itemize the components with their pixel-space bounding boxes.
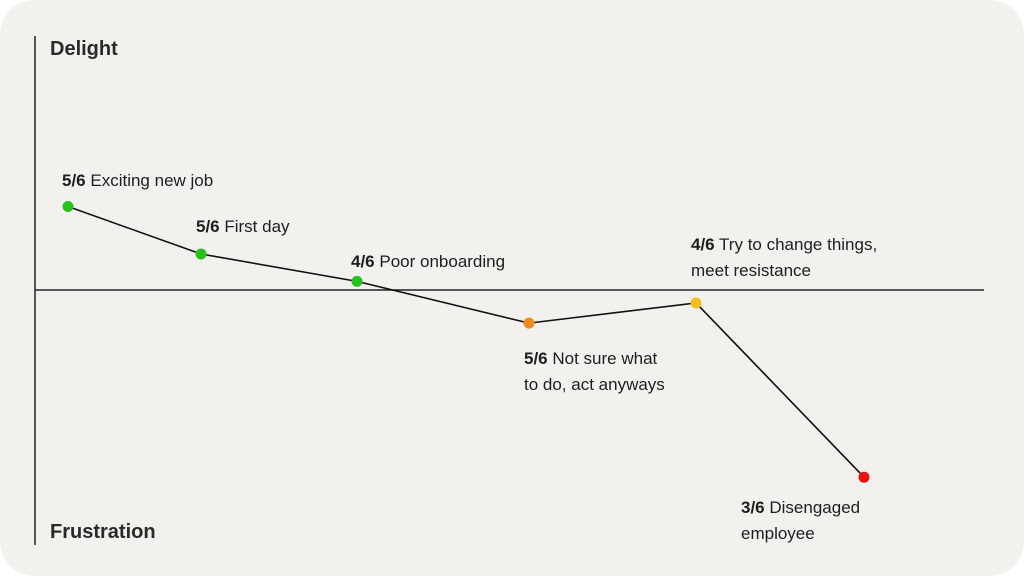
point-label-line: employee <box>741 524 815 543</box>
point-label-text: Try to change things, <box>714 235 878 254</box>
point-label-5: 4/6 Try to change things, meet resistance <box>691 232 877 284</box>
point-label-text: First day <box>219 217 290 236</box>
point-label-1: 5/6 Exciting new job <box>62 168 213 194</box>
point-label-3: 4/6 Poor onboarding <box>351 249 505 275</box>
point-marker-5 <box>690 297 702 309</box>
point-score: 5/6 <box>524 349 548 368</box>
point-score: 3/6 <box>741 498 765 517</box>
point-label-6: 3/6 Disengaged employee <box>741 495 860 547</box>
point-score: 4/6 <box>691 235 715 254</box>
point-marker-6 <box>858 471 870 483</box>
point-score: 5/6 <box>62 171 86 190</box>
axis-bottom-label: Frustration <box>50 521 156 543</box>
point-marker-3 <box>351 275 363 287</box>
point-markers <box>62 200 870 483</box>
point-label-text: Exciting new job <box>85 171 214 190</box>
point-label-line: to do, act anyways <box>524 375 665 394</box>
point-label-line: 5/6 Not sure what <box>524 346 665 372</box>
point-label-line: meet resistance <box>691 261 811 280</box>
point-label-2: 5/6 First day <box>196 214 290 240</box>
point-label-line: 4/6 Try to change things, <box>691 232 877 258</box>
point-marker-4 <box>523 317 535 329</box>
point-score: 5/6 <box>196 217 220 236</box>
point-label-line: 5/6 Exciting new job <box>62 168 213 194</box>
point-label-line: 4/6 Poor onboarding <box>351 249 505 275</box>
point-label-text: Poor onboarding <box>374 252 506 271</box>
point-label-line: 3/6 Disengaged <box>741 495 860 521</box>
point-label-4: 5/6 Not sure what to do, act anyways <box>524 346 665 398</box>
point-label-line: 5/6 First day <box>196 214 290 240</box>
point-score: 4/6 <box>351 252 375 271</box>
point-marker-2 <box>195 248 207 260</box>
point-label-text: Disengaged <box>764 498 861 517</box>
journey-line <box>67 205 865 478</box>
point-marker-1 <box>62 200 74 212</box>
axis-top-label: Delight <box>50 38 118 60</box>
point-label-text: Not sure what <box>547 349 658 368</box>
